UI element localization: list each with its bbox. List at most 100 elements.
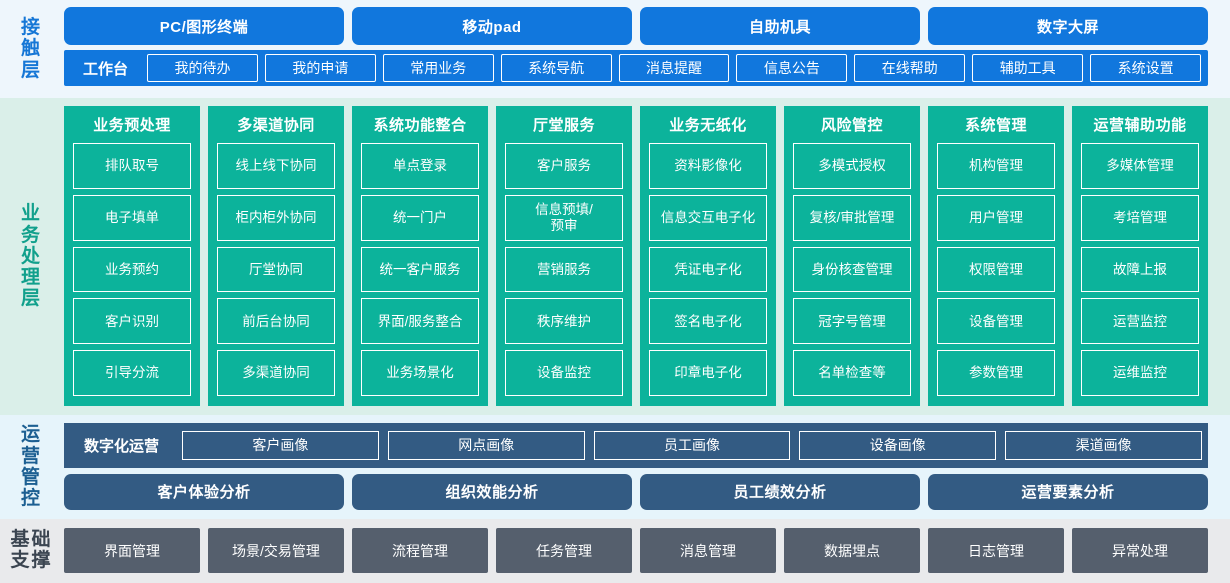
biz-item[interactable]: 秩序维护: [505, 298, 623, 345]
workbench-item-message-alert[interactable]: 消息提醒: [618, 54, 730, 82]
biz-item[interactable]: 故障上报: [1081, 246, 1199, 293]
biz-item[interactable]: 客户识别: [73, 298, 191, 345]
biz-column-title: 厅堂服务: [532, 117, 595, 134]
biz-item[interactable]: 多模式授权: [793, 143, 911, 189]
biz-item[interactable]: 线上线下协同: [217, 143, 335, 189]
layer-label-base-support-text: 基 础 支 撑: [10, 529, 51, 572]
label-char: 管: [20, 467, 41, 488]
channel-card-mobile-pad[interactable]: 移动pad: [352, 7, 632, 45]
analysis-row: 客户体验分析 组织效能分析 员工绩效分析 运营要素分析: [64, 473, 1208, 510]
biz-item[interactable]: 参数管理: [937, 350, 1055, 396]
biz-column-lobby-service: 厅堂服务 客户服务 信息预填/ 预审 营销服务 秩序维护 设备监控: [496, 106, 632, 406]
biz-item[interactable]: 机构管理: [937, 143, 1055, 189]
base-item-data-tracking[interactable]: 数据埋点: [784, 528, 920, 573]
channel-card-pc[interactable]: PC/图形终端: [64, 7, 344, 45]
base-item-scenario-transaction-management[interactable]: 场景/交易管理: [208, 528, 344, 573]
biz-item[interactable]: 用户管理: [937, 194, 1055, 241]
label-char: 处: [20, 245, 41, 267]
label-char: 触: [20, 38, 41, 60]
workbench-item-my-application[interactable]: 我的申请: [264, 54, 376, 82]
biz-item[interactable]: 信息交互电子化: [649, 194, 767, 241]
biz-item[interactable]: 客户服务: [505, 143, 623, 189]
biz-item[interactable]: 单点登录: [361, 143, 479, 189]
biz-item[interactable]: 印章电子化: [649, 350, 767, 396]
workbench-item-system-settings[interactable]: 系统设置: [1090, 54, 1202, 82]
workbench-item-announcement[interactable]: 信息公告: [736, 54, 848, 82]
base-item-ui-management[interactable]: 界面管理: [64, 528, 200, 573]
biz-column-risk-control: 风险管控 多模式授权 复核/审批管理 身份核查管理 冠字号管理 名单检查等: [784, 106, 920, 406]
workbench-item-my-todo[interactable]: 我的待办: [147, 54, 258, 82]
biz-item[interactable]: 引导分流: [73, 350, 191, 396]
biz-item[interactable]: 凭证电子化: [649, 246, 767, 293]
base-item-message-management[interactable]: 消息管理: [640, 528, 776, 573]
biz-item[interactable]: 电子填单: [73, 194, 191, 241]
biz-column-title: 业务预处理: [93, 117, 171, 134]
biz-item[interactable]: 前后台协同: [217, 298, 335, 345]
portrait-customer[interactable]: 客户画像: [182, 430, 379, 460]
biz-item[interactable]: 考培管理: [1081, 194, 1199, 241]
label-char: 层: [20, 288, 41, 310]
biz-item[interactable]: 统一客户服务: [361, 246, 479, 293]
layer-operations: 运 营 管 控 数字化运营 客户画像 网点画像 员工画像 设备画像 渠道画像 客…: [0, 415, 1230, 519]
base-item-task-management[interactable]: 任务管理: [496, 528, 632, 573]
portrait-device[interactable]: 设备画像: [799, 430, 997, 460]
biz-item[interactable]: 资料影像化: [649, 143, 767, 189]
channel-card-digital-screen[interactable]: 数字大屏: [928, 7, 1208, 45]
biz-item[interactable]: 界面/服务整合: [361, 298, 479, 345]
biz-item[interactable]: 排队取号: [73, 143, 191, 189]
biz-column-system-management: 系统管理 机构管理 用户管理 权限管理 设备管理 参数管理: [928, 106, 1064, 406]
biz-item[interactable]: 权限管理: [937, 246, 1055, 293]
biz-item[interactable]: 营销服务: [505, 246, 623, 293]
biz-item[interactable]: 统一门户: [361, 194, 479, 241]
biz-item[interactable]: 签名电子化: [649, 298, 767, 345]
label-char: 层: [20, 59, 41, 81]
biz-item[interactable]: 冠字号管理: [793, 298, 911, 345]
biz-column-system-integration: 系统功能整合 单点登录 统一门户 统一客户服务 界面/服务整合 业务场景化: [352, 106, 488, 406]
biz-item[interactable]: 运营监控: [1081, 298, 1199, 345]
biz-item[interactable]: 设备监控: [505, 350, 623, 396]
channel-card-self-service[interactable]: 自助机具: [640, 7, 920, 45]
biz-item[interactable]: 业务场景化: [361, 350, 479, 396]
biz-item[interactable]: 多媒体管理: [1081, 143, 1199, 189]
biz-item[interactable]: 业务预约: [73, 246, 191, 293]
label-char: 营: [20, 445, 41, 467]
analysis-customer-experience[interactable]: 客户体验分析: [64, 473, 344, 510]
analysis-operation-factors[interactable]: 运营要素分析: [928, 473, 1208, 510]
biz-item[interactable]: 名单检查等: [793, 350, 911, 396]
biz-item[interactable]: 身份核查管理: [793, 246, 911, 293]
layer-base-support: 基 础 支 撑 界面管理 场景/交易管理 流程管理 任务管理 消息管理 数据埋点…: [0, 519, 1230, 583]
portrait-channel[interactable]: 渠道画像: [1005, 430, 1202, 460]
layer-label-operations: 运 营 管 控: [0, 415, 62, 519]
layer-contact-body: PC/图形终端 移动pad 自助机具 数字大屏 工作台 我的待办 我的申请 常用…: [62, 0, 1230, 98]
biz-column-title: 风险管控: [820, 117, 883, 134]
biz-item[interactable]: 柜内柜外协同: [217, 194, 335, 241]
workbench-item-system-navigation[interactable]: 系统导航: [500, 54, 612, 82]
biz-item[interactable]: 信息预填/ 预审: [505, 194, 623, 241]
portrait-employee[interactable]: 员工画像: [593, 430, 791, 460]
biz-item[interactable]: 多渠道协同: [217, 350, 335, 396]
label-char: 运: [20, 424, 41, 446]
layer-label-contact: 接 触 层: [0, 0, 62, 98]
layer-base-support-body: 界面管理 场景/交易管理 流程管理 任务管理 消息管理 数据埋点 日志管理 异常…: [62, 519, 1230, 583]
biz-item[interactable]: 厅堂协同: [217, 246, 335, 293]
label-char: 支: [10, 550, 31, 571]
workbench-item-aux-tools[interactable]: 辅助工具: [972, 54, 1084, 82]
workbench-item-online-help[interactable]: 在线帮助: [854, 54, 966, 82]
analysis-employee-performance[interactable]: 员工绩效分析: [640, 473, 920, 510]
analysis-organization-efficiency[interactable]: 组织效能分析: [352, 473, 632, 510]
base-item-log-management[interactable]: 日志管理: [928, 528, 1064, 573]
base-item-exception-handling[interactable]: 异常处理: [1072, 528, 1208, 573]
layer-operations-body: 数字化运营 客户画像 网点画像 员工画像 设备画像 渠道画像 客户体验分析 组织…: [62, 415, 1230, 519]
portrait-branch[interactable]: 网点画像: [387, 430, 585, 460]
biz-item[interactable]: 设备管理: [937, 298, 1055, 345]
workbench-title: 工作台: [83, 60, 129, 78]
layer-business-body: 业务预处理 排队取号 电子填单 业务预约 客户识别 引导分流 多渠道协同 线上线…: [62, 98, 1230, 415]
layer-label-business: 业 务 处 理 层: [0, 98, 62, 415]
channel-row: PC/图形终端 移动pad 自助机具 数字大屏: [64, 7, 1208, 45]
workbench-bar: 工作台 我的待办 我的申请 常用业务 系统导航 消息提醒 信息公告 在线帮助 辅…: [64, 50, 1208, 86]
workbench-item-common-business[interactable]: 常用业务: [382, 54, 494, 82]
base-item-process-management[interactable]: 流程管理: [352, 528, 488, 573]
biz-item[interactable]: 运维监控: [1081, 350, 1199, 396]
biz-item[interactable]: 复核/审批管理: [793, 194, 911, 241]
